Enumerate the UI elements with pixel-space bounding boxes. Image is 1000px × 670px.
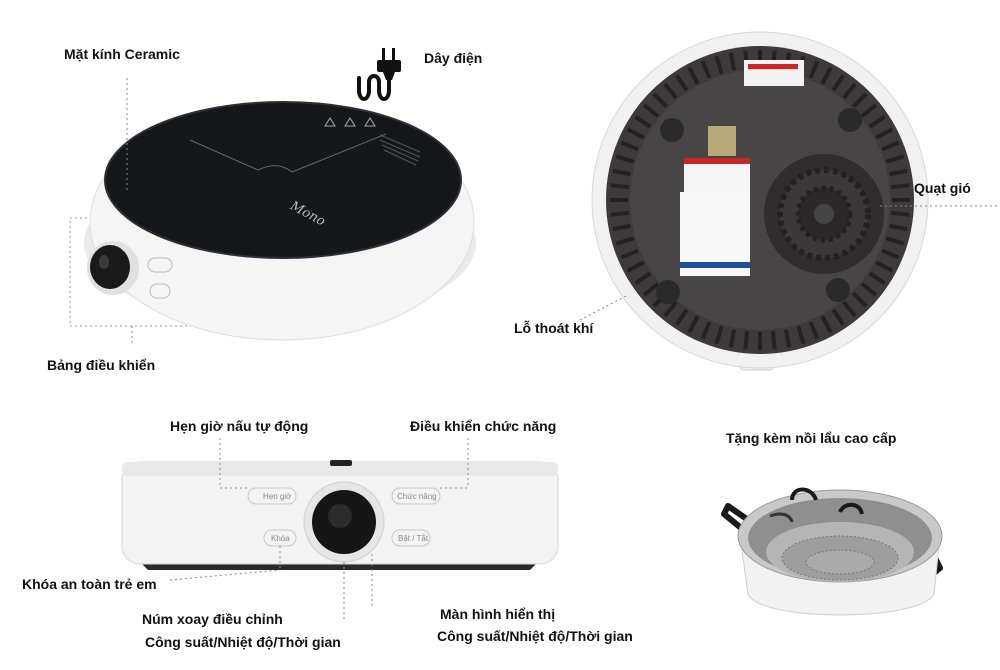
vent-slot bbox=[743, 331, 750, 350]
vent-slot bbox=[868, 115, 886, 129]
label-child-lock: Khóa an toàn trẻ em bbox=[22, 576, 157, 592]
vent-slot bbox=[889, 168, 908, 177]
vent-slot bbox=[808, 60, 820, 79]
vent-slot bbox=[842, 82, 857, 100]
lock-button-label: Khóa bbox=[271, 534, 290, 543]
vent-slot bbox=[620, 140, 639, 152]
vent-slot bbox=[868, 271, 886, 285]
vent-slot bbox=[626, 127, 645, 140]
vent-slot bbox=[634, 271, 652, 285]
timer-button-label: Hẹn giờ bbox=[263, 492, 292, 501]
vent-slot bbox=[875, 127, 894, 140]
vent-slot bbox=[675, 308, 689, 326]
vent-slot bbox=[687, 315, 700, 334]
vent-slot bbox=[612, 223, 631, 232]
vent-slot bbox=[652, 92, 669, 109]
hotpot-photo bbox=[721, 487, 943, 616]
vent-slot bbox=[642, 282, 660, 297]
vent-slot bbox=[881, 248, 900, 260]
function-button bbox=[391, 487, 441, 505]
label-control-panel: Bảng điều khiển bbox=[47, 357, 156, 373]
vent-slot bbox=[728, 329, 737, 348]
vent-slot bbox=[642, 103, 660, 118]
vent-slot bbox=[728, 52, 737, 71]
vent-slot bbox=[687, 66, 700, 85]
label-power-cord: Dây điện bbox=[424, 50, 483, 66]
timer-button bbox=[247, 487, 297, 505]
vent-slot bbox=[796, 325, 806, 345]
label-function-control: Điều khiển chức năng bbox=[410, 418, 557, 434]
vent-slot bbox=[770, 331, 777, 350]
vent-slot bbox=[612, 168, 631, 177]
vent-slot bbox=[714, 55, 724, 75]
label-free-hotpot: Tặng kèm nồi lẩu cao cấp bbox=[726, 430, 897, 446]
vent-slot bbox=[831, 308, 845, 326]
label-vent-holes: Lỗ thoát khí bbox=[514, 320, 594, 336]
function-button-label: Chức năng bbox=[397, 492, 437, 501]
vent-slot bbox=[820, 315, 833, 334]
vent-slot bbox=[820, 66, 833, 85]
vent-slot bbox=[663, 300, 678, 318]
vent-slot bbox=[714, 325, 724, 345]
vent-slot bbox=[875, 260, 894, 273]
vent-slot bbox=[860, 282, 878, 297]
vent-slot bbox=[634, 115, 652, 129]
vent-slot bbox=[783, 329, 792, 348]
vent-slot bbox=[700, 60, 712, 79]
vent-slot bbox=[851, 92, 868, 109]
vent-slot bbox=[881, 140, 900, 152]
power-button-label: Bật / Tắt bbox=[398, 534, 429, 543]
vent-slot bbox=[860, 103, 878, 118]
label-display-line1: Màn hình hiển thị bbox=[440, 606, 556, 622]
vent-slot bbox=[891, 183, 910, 190]
cooktop-underside-photo bbox=[579, 31, 1000, 371]
vent-slot bbox=[675, 74, 689, 92]
vent-slot bbox=[620, 248, 639, 260]
label-knob-line1: Núm xoay điều chỉnh bbox=[142, 611, 283, 627]
vent-slot bbox=[889, 223, 908, 232]
cooktop-front-photo: Hẹn giờ Chức năng Khóa Bật / Tắt bbox=[121, 438, 559, 622]
vent-slot bbox=[842, 300, 857, 318]
label-auto-timer: Hẹn giờ nấu tự động bbox=[170, 418, 309, 434]
vent-slot bbox=[626, 260, 645, 273]
vent-slot bbox=[885, 154, 905, 164]
vent-slot bbox=[615, 154, 635, 164]
label-knob-line2: Công suất/Nhiệt độ/Thời gian bbox=[145, 634, 341, 650]
vent-slot bbox=[831, 74, 845, 92]
vent-slot bbox=[610, 183, 629, 190]
vent-slot bbox=[700, 321, 712, 340]
label-ceramic-glass: Mặt kính Ceramic bbox=[64, 46, 180, 62]
vent-slot bbox=[615, 236, 635, 246]
vent-slot bbox=[885, 236, 905, 246]
cooktop-angled-photo: Mono bbox=[69, 78, 476, 346]
power-button bbox=[391, 529, 431, 547]
vent-slot bbox=[851, 291, 868, 308]
label-display-line2: Công suất/Nhiệt độ/Thời gian bbox=[437, 628, 633, 644]
vent-slot bbox=[663, 82, 678, 100]
power-plug-icon bbox=[357, 48, 401, 101]
label-cooling-fan: Quạt gió bbox=[914, 180, 971, 196]
vent-slot bbox=[610, 210, 629, 217]
vent-slot bbox=[891, 210, 910, 217]
vent-slot bbox=[808, 321, 820, 340]
